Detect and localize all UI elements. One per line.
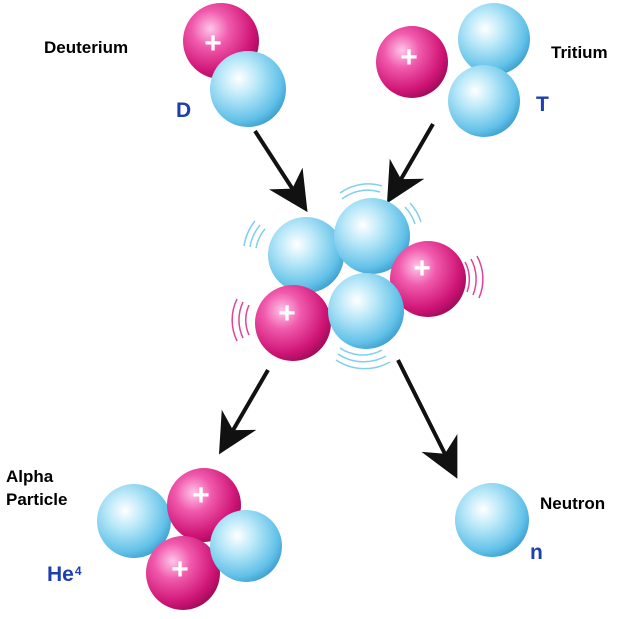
cluster-proton-left-sign: + — [278, 297, 296, 330]
vibration-arcs-bottom — [335, 347, 391, 370]
label-tritium: Tritium — [551, 43, 608, 62]
vibration-arcs-top — [339, 183, 383, 200]
alpha-neutron-right — [210, 510, 282, 582]
label-deuterium: Deuterium — [44, 38, 129, 57]
label-alpha-line2: Particle — [6, 490, 68, 509]
label-neutron: Neutron — [540, 494, 606, 513]
deuterium-nucleus: + — [183, 3, 286, 127]
alpha-proton-bottom-sign: + — [171, 553, 189, 586]
label-alpha-line1: Alpha — [6, 467, 54, 486]
tritium-neutron-top — [458, 3, 530, 75]
vibration-arcs-left-pink — [231, 298, 250, 342]
arrows — [218, 122, 458, 479]
vibration-arcs-left — [243, 220, 266, 249]
deuterium-neutron — [210, 51, 286, 127]
arrow-reaction-to-neutron — [396, 359, 458, 479]
alpha-proton-bottom — [146, 536, 220, 610]
cluster-proton-right-sign: + — [413, 252, 431, 285]
tritium-proton-sign: + — [400, 41, 418, 74]
cluster-proton-left — [255, 285, 331, 361]
symbol-helium-mass: 4 — [74, 564, 82, 578]
arrow-deuterium-to-reaction — [253, 129, 308, 213]
alpha-particle: + + — [97, 468, 282, 610]
cluster-neutron-top-right — [334, 198, 410, 274]
cluster-neutron-bottom — [328, 273, 404, 349]
arrow-reaction-to-alpha — [218, 368, 270, 455]
tritium-nucleus: + — [376, 3, 530, 137]
vibration-marks — [231, 183, 484, 370]
cluster-neutron-top-left — [268, 217, 344, 293]
symbol-deuterium: D — [176, 99, 192, 122]
symbol-neutron: n — [530, 541, 543, 564]
vibration-arcs-topright — [404, 202, 422, 225]
tritium-neutron-bottom — [448, 65, 520, 137]
vibration-arcs-right — [464, 255, 484, 299]
deuterium-proton-sign: + — [204, 27, 222, 60]
cluster-proton-right — [390, 241, 466, 317]
symbol-helium-text: He — [47, 563, 74, 586]
symbol-helium: He4 — [47, 563, 82, 587]
alpha-neutron-left — [97, 484, 171, 558]
free-neutron — [455, 483, 529, 557]
symbol-tritium: T — [536, 93, 549, 116]
alpha-proton-top-sign: + — [192, 479, 210, 512]
fusion-cluster: + + — [255, 198, 466, 361]
tritium-proton — [376, 26, 448, 98]
arrow-tritium-to-reaction — [386, 122, 435, 204]
